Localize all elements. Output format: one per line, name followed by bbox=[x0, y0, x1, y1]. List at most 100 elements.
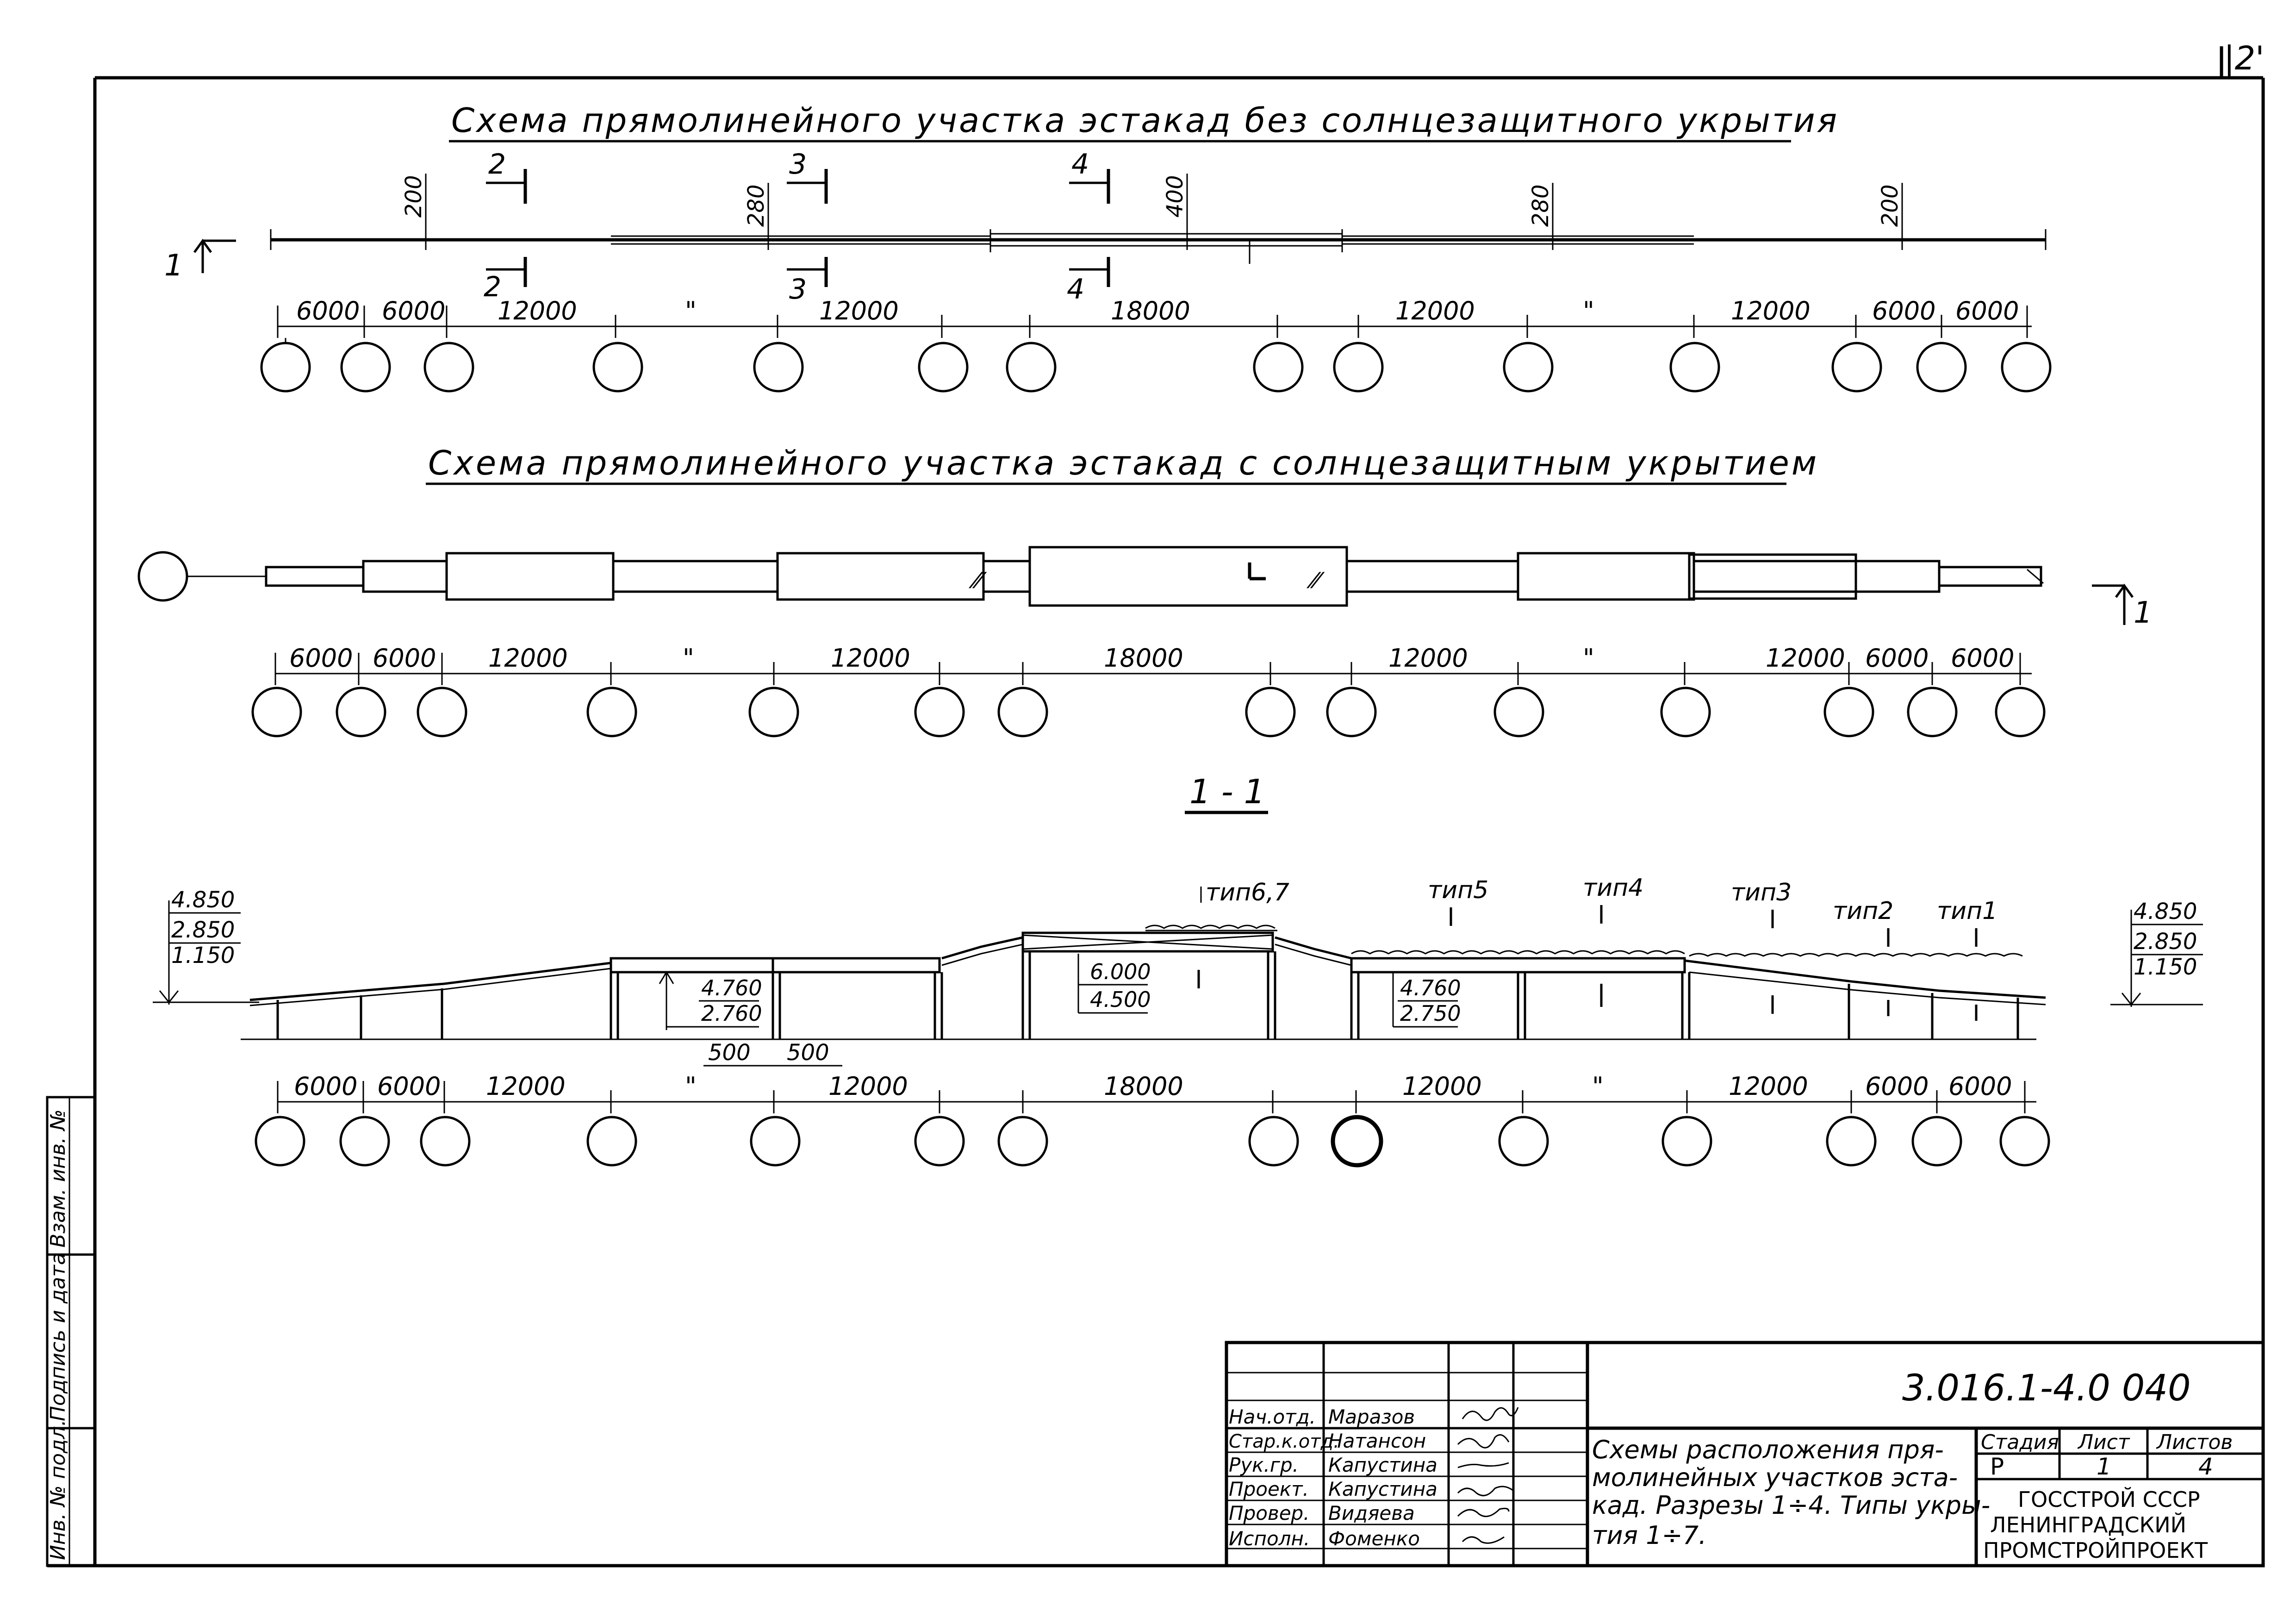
level-mark: 1.150 bbox=[171, 943, 235, 968]
span-label: 12000 bbox=[1729, 1072, 1808, 1101]
level-mark: 4.760 bbox=[1400, 975, 1461, 1000]
span-label: 6000 bbox=[1955, 296, 2019, 325]
role: Нач.отд. bbox=[1229, 1405, 1316, 1428]
axis-bubble bbox=[255, 1116, 305, 1167]
person-name: Видяева bbox=[1328, 1502, 1415, 1524]
span-label: 6000 bbox=[296, 296, 360, 325]
title-block: 3.016.1-4.0 040 Схемы расположения пря- … bbox=[1225, 1341, 2265, 1568]
plan2-title-group: Схема прямолинейного участка эстакад с с… bbox=[426, 443, 1817, 485]
axis-bubble bbox=[586, 1116, 637, 1167]
axis-bubble bbox=[420, 1116, 471, 1167]
axis-bubble bbox=[1006, 342, 1057, 393]
type-label: тип5 bbox=[1428, 876, 1488, 904]
section-mark-4-bottom: 4 bbox=[1067, 273, 1084, 306]
span-label: " bbox=[685, 296, 697, 325]
section-mark-4: 4 bbox=[1071, 148, 1089, 181]
axis-bubble bbox=[586, 687, 637, 737]
level-mark: 2.760 bbox=[701, 1001, 762, 1026]
section-type-labels: тип6,7 тип5 тип4 тип3 тип2 тип1 bbox=[1200, 874, 1997, 947]
span-label: 12000 bbox=[828, 1072, 908, 1101]
span-label: 12000 bbox=[488, 643, 568, 673]
span-label: 12000 bbox=[1395, 296, 1475, 325]
plan1-span-line bbox=[277, 306, 2032, 338]
axis-bubble bbox=[592, 342, 643, 393]
section-mark-3-bottom: 3 bbox=[789, 273, 807, 306]
width-dim-4: 280 bbox=[1528, 184, 1554, 227]
plan1-section-marks: 2 3 4 2 3 4 bbox=[484, 148, 1110, 306]
plan1-span-labels: 6000 6000 12000 " 12000 18000 12000 " 12… bbox=[296, 296, 2019, 325]
axis-bubble-left bbox=[137, 551, 188, 602]
description-line: молинейных участков эста- bbox=[1592, 1463, 1958, 1492]
person-name: Капустина bbox=[1328, 1478, 1437, 1500]
axis-bubble bbox=[340, 342, 391, 393]
plan1-title: Схема прямолинейного участка эстакад без… bbox=[451, 101, 1839, 140]
role: Проект. bbox=[1229, 1478, 1309, 1500]
axis-bubble bbox=[339, 1116, 390, 1167]
level-mark: 2.850 bbox=[2134, 929, 2197, 955]
sheet-header: Лист bbox=[2077, 1430, 2130, 1454]
role: Рук.гр. bbox=[1229, 1454, 1299, 1476]
width-dim-3: 400 bbox=[1162, 175, 1188, 218]
person-name: Натансон bbox=[1328, 1430, 1426, 1452]
width-dim-1: 200 bbox=[401, 175, 427, 218]
type-label: тип2 bbox=[1833, 897, 1893, 925]
axis-bubble bbox=[2001, 342, 2052, 393]
axis-bubble bbox=[1245, 687, 1296, 737]
span-label: 6000 bbox=[1872, 296, 1935, 325]
axis-bubble bbox=[260, 342, 311, 393]
signatures bbox=[1457, 1407, 1519, 1544]
axis-bubble bbox=[1995, 687, 2046, 737]
axis-bubble bbox=[1911, 1116, 1962, 1167]
axis-bubble bbox=[1916, 342, 1967, 393]
axis-bubble bbox=[997, 1116, 1048, 1167]
span-label: 6000 bbox=[1948, 1072, 2012, 1101]
cut-mark-left: 1 bbox=[164, 249, 183, 283]
plan2-span-labels: 6000 6000 12000 " 12000 18000 12000 " 12… bbox=[289, 643, 2014, 673]
signature bbox=[1457, 1462, 1509, 1468]
sheets-header: Листов bbox=[2156, 1430, 2233, 1454]
level-mark: 6.000 bbox=[1090, 959, 1151, 984]
signature bbox=[1457, 1486, 1514, 1497]
axis-bubble bbox=[750, 1116, 801, 1167]
axis-bubble bbox=[1660, 687, 1711, 737]
level-mark: 2.850 bbox=[171, 917, 235, 943]
axis-bubble bbox=[417, 687, 467, 737]
axis-bubble bbox=[753, 342, 804, 393]
org-line: ГОССТРОЙ СССР bbox=[2018, 1487, 2200, 1512]
axis-bubble bbox=[1253, 342, 1304, 393]
span-label: 18000 bbox=[1104, 643, 1183, 673]
description-line: кад. Разрезы 1÷4. Типы укры- bbox=[1592, 1491, 1990, 1520]
offset-label: 500 bbox=[708, 1040, 751, 1066]
axis-bubble bbox=[1498, 1116, 1549, 1167]
axis-bubble bbox=[1248, 1116, 1299, 1167]
section-span-line bbox=[277, 1081, 2036, 1113]
axis-bubble bbox=[1999, 1116, 2050, 1167]
span-label: 18000 bbox=[1104, 1072, 1183, 1101]
width-dim-5: 200 bbox=[1877, 184, 1903, 227]
width-dim-2: 280 bbox=[743, 184, 769, 227]
section-structure bbox=[241, 924, 2046, 1040]
axis-bubble bbox=[914, 1116, 965, 1167]
axis-bubble bbox=[1331, 1115, 1383, 1168]
role: Исполн. bbox=[1229, 1527, 1310, 1550]
level-mark: 4.850 bbox=[2134, 899, 2197, 924]
type-label: тип6,7 bbox=[1206, 879, 1289, 906]
plan2-deck: ⁄⁄ ⁄⁄ bbox=[137, 546, 2044, 607]
type-label: тип4 bbox=[1583, 874, 1643, 902]
span-label: 12000 bbox=[1766, 643, 1845, 673]
role: Провер. bbox=[1229, 1502, 1310, 1524]
section-offsets: 500 500 bbox=[703, 1040, 842, 1067]
axis-bubble bbox=[251, 687, 302, 737]
span-label: 12000 bbox=[486, 1072, 566, 1101]
axis-bubble bbox=[1823, 687, 1874, 737]
span-label: 6000 bbox=[1865, 643, 1929, 673]
span-label: 6000 bbox=[1865, 1072, 1929, 1101]
section-axis-bubbles bbox=[255, 1115, 2050, 1168]
span-label: " bbox=[685, 1072, 697, 1101]
span-label: 6000 bbox=[377, 1072, 441, 1101]
axis-bubble bbox=[1493, 687, 1544, 737]
span-label: " bbox=[1583, 643, 1594, 673]
span-label: 12000 bbox=[819, 296, 899, 325]
span-label: 12000 bbox=[1731, 296, 1811, 325]
level-mark: 4.850 bbox=[171, 887, 235, 913]
